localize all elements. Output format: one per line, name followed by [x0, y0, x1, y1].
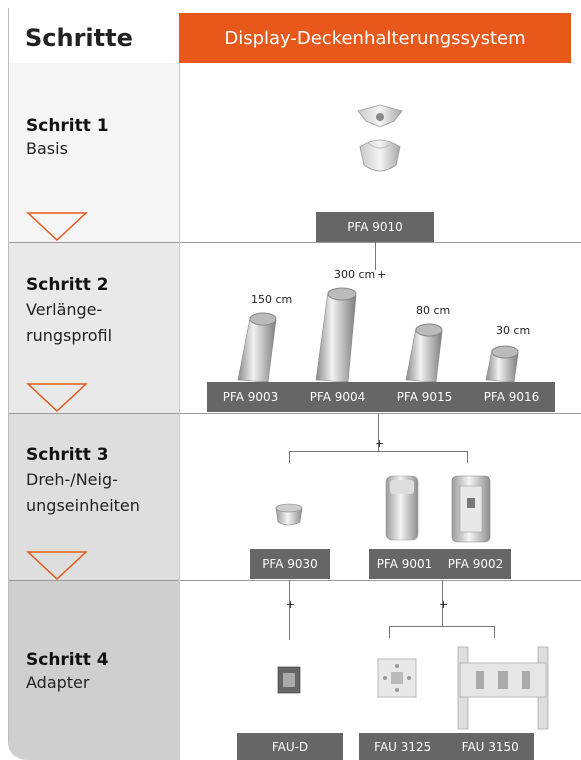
length-80: 80 cm: [416, 304, 451, 317]
branch-step-3-horizontal: [289, 451, 467, 452]
step-4-title: Schritt 4: [26, 650, 109, 670]
step-4-product-label-right: FAU 3125 FAU 3150: [359, 733, 534, 760]
length-300: 300 cm: [334, 268, 376, 281]
step-3-arrow-icon: [26, 551, 88, 581]
branch-step-4-right: [494, 626, 495, 638]
product-fau-d: FAU-D: [271, 739, 309, 754]
product-pfa-9002: PFA 9002: [447, 557, 504, 571]
step-1-cell: Schritt 1 Basis: [9, 116, 179, 162]
extension-profile-images: [237, 287, 519, 383]
plus-step-4-right: +: [439, 598, 449, 611]
product-pfa-9015: PFA 9015: [396, 390, 453, 404]
row-separator-3: [9, 580, 581, 581]
system-title: Display-Deckenhalterungssystem: [179, 13, 571, 63]
product-pfa-9030: PFA 9030: [262, 557, 318, 571]
steps-header: Schritte: [9, 13, 179, 63]
step-3-subtitle-line-2: ungseinheiten: [26, 496, 140, 515]
step-1-product-label: PFA 9010: [316, 212, 434, 242]
step-3-product-label-right: PFA 9001 PFA 9002: [369, 549, 511, 579]
step-2-subtitle-line-2: rungsprofil: [26, 326, 113, 345]
connector-1-2: [375, 242, 376, 270]
connector-2-3: [378, 413, 379, 451]
step-4-subtitle: Adapter: [26, 673, 90, 692]
row-separator-2: [9, 413, 581, 414]
product-fau-3125: FAU 3125: [374, 739, 432, 754]
column-divider: [179, 63, 180, 760]
step-2-arrow-icon: [26, 383, 88, 413]
step-1-arrow-icon: [26, 212, 88, 242]
plus-step-2: +: [377, 268, 387, 281]
step-3-product-label-left: PFA 9030: [250, 549, 330, 579]
length-30: 30 cm: [496, 324, 531, 337]
plus-step-4-left: +: [286, 598, 296, 611]
tilt-unit-images: [275, 475, 491, 543]
step-3-cell: Schritt 3 Dreh-/Neig- ungseinheiten: [9, 445, 179, 517]
adapter-images: [277, 646, 549, 730]
product-pfa-9010: PFA 9010: [347, 220, 403, 234]
step-4-product-label-left: FAU-D: [237, 733, 343, 760]
product-fau-3150: FAU 3150: [461, 739, 519, 754]
step-2-cell: Schritt 2 Verlänge- rungsprofil: [9, 275, 179, 347]
step-2-subtitle-line-1: Verlänge-: [26, 300, 103, 319]
left-column-bg-4: [9, 580, 179, 760]
plus-step-3: +: [375, 437, 385, 450]
step-3-title: Schritt 3: [26, 445, 109, 465]
branch-step-4-horizontal: [389, 626, 494, 627]
length-150: 150 cm: [251, 293, 293, 306]
table-frame: [8, 8, 581, 760]
product-pfa-9003: PFA 9003: [222, 390, 279, 404]
step-1-title: Schritt 1: [26, 116, 109, 136]
ceiling-base-image: [357, 104, 403, 172]
branch-step-3-right: [467, 451, 468, 463]
step-2-product-label: PFA 9003 PFA 9004 PFA 9015 PFA 9016: [207, 382, 555, 412]
row-separator-1: [9, 242, 581, 243]
step-3-subtitle-line-1: Dreh-/Neig-: [26, 470, 118, 489]
left-column-bg-1: [9, 63, 179, 242]
product-pfa-9001: PFA 9001: [376, 557, 433, 571]
branch-step-3-left: [289, 451, 290, 463]
step-2-title: Schritt 2: [26, 275, 109, 295]
product-pfa-9016: PFA 9016: [483, 390, 540, 404]
connector-3-4-right: [442, 580, 443, 626]
product-pfa-9004: PFA 9004: [309, 390, 366, 404]
step-1-subtitle: Basis: [26, 139, 68, 158]
step-4-cell: Schritt 4 Adapter: [9, 650, 179, 696]
connector-3-4-left: [289, 580, 290, 640]
branch-step-4-left: [389, 626, 390, 638]
